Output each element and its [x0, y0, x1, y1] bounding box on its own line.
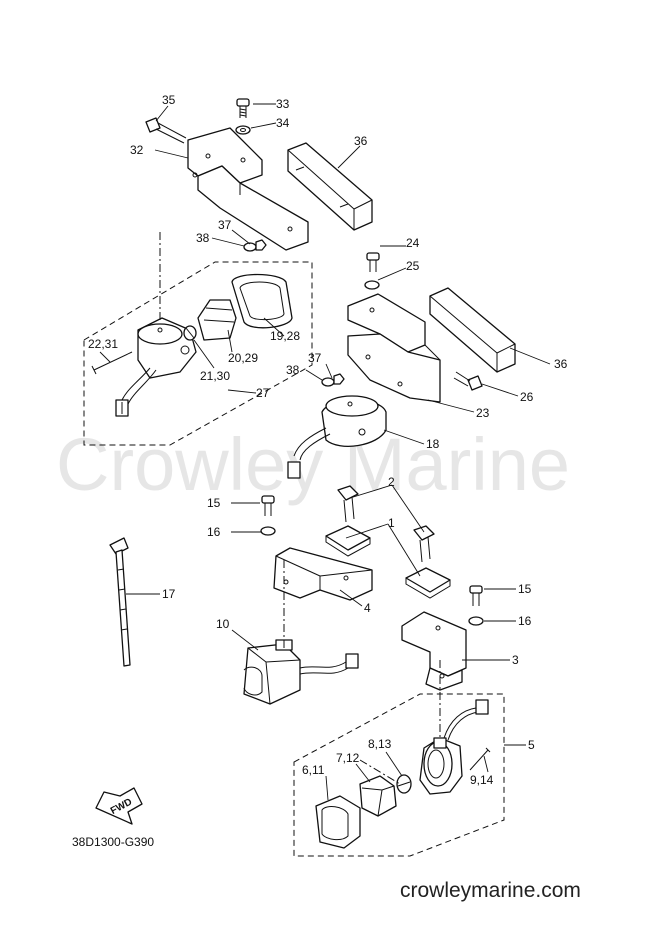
callout-10: 10: [216, 617, 230, 631]
bolt-icon[interactable]: [337, 485, 359, 523]
group-27-boundary: [83, 261, 313, 446]
bolt-icon[interactable]: [469, 747, 491, 771]
callout-38-top: 38: [196, 231, 210, 245]
bolt-icon[interactable]: [145, 117, 187, 144]
plate-36-right[interactable]: [429, 287, 516, 373]
callout-24: 24: [406, 236, 420, 250]
callout-23: 23: [476, 406, 490, 420]
bolt-icon[interactable]: [453, 371, 483, 391]
callout-38-right: 38: [286, 363, 300, 377]
washer-icon[interactable]: [364, 280, 380, 290]
lamp-icon[interactable]: [287, 395, 387, 479]
diagram-code: 38D1300-G390: [72, 835, 154, 849]
leader-line: [359, 759, 401, 785]
socket-icon[interactable]: [197, 299, 237, 341]
callout-7-12: 7,12: [336, 751, 360, 765]
callout-36-right: 36: [554, 357, 568, 371]
callout-37-top: 37: [218, 218, 232, 232]
plate-36-top[interactable]: [287, 142, 373, 231]
callout-leaders: [99, 103, 551, 801]
bracket-32[interactable]: [187, 127, 309, 251]
cable-tie-icon[interactable]: [109, 537, 131, 667]
washer-icon[interactable]: [468, 616, 484, 626]
callout-1: 1: [388, 516, 395, 530]
callout-labels: 35 33 34 32 36 37 38 24 25 22,31 19,28 2…: [88, 93, 568, 787]
callout-9-14: 9,14: [470, 773, 494, 787]
lamp-icon[interactable]: [231, 273, 293, 329]
callout-22-31: 22,31: [88, 337, 118, 351]
watermark: Crowley Marine: [56, 423, 570, 506]
callout-32: 32: [130, 143, 144, 157]
callout-3: 3: [512, 653, 519, 667]
callout-19-28: 19,28: [270, 329, 300, 343]
callout-4: 4: [364, 601, 371, 615]
bulb-icon[interactable]: [396, 774, 412, 794]
lamp-icon[interactable]: [419, 699, 489, 795]
callout-16-left: 16: [207, 525, 221, 539]
bracket-4[interactable]: [273, 547, 373, 601]
callout-27: 27: [256, 386, 270, 400]
callout-35: 35: [162, 93, 176, 107]
fwd-arrow-icon: FWD: [95, 787, 143, 825]
bolt-icon[interactable]: [366, 252, 380, 272]
lamp-icon[interactable]: [115, 317, 197, 417]
bolt-icon[interactable]: [413, 525, 435, 563]
washer-icon[interactable]: [243, 242, 257, 252]
callout-37-right: 37: [308, 351, 322, 365]
washer-icon[interactable]: [321, 377, 335, 387]
website-footer: crowleymarine.com: [400, 879, 581, 902]
bracket-23[interactable]: [347, 293, 441, 403]
bulb-icon[interactable]: [183, 325, 197, 341]
callout-20-29: 20,29: [228, 351, 258, 365]
callout-8-13: 8,13: [368, 737, 392, 751]
callout-17: 17: [162, 587, 176, 601]
bracket-plate-1a[interactable]: [325, 525, 371, 557]
callout-18: 18: [426, 437, 440, 451]
group-5-boundary: [293, 693, 505, 857]
bolt-icon[interactable]: [236, 98, 250, 118]
callout-25: 25: [406, 259, 420, 273]
bolt-icon[interactable]: [469, 585, 483, 606]
bolt-icon[interactable]: [261, 495, 275, 516]
bracket-plate-1b[interactable]: [405, 567, 451, 599]
bracket-3[interactable]: [401, 611, 467, 691]
callout-15-left: 15: [207, 496, 221, 510]
nut-icon[interactable]: [333, 373, 345, 385]
callout-2: 2: [388, 475, 395, 489]
callout-26: 26: [520, 390, 534, 404]
callout-36-top: 36: [354, 134, 368, 148]
socket-icon[interactable]: [359, 775, 397, 817]
washer-icon[interactable]: [260, 526, 276, 536]
callout-33: 33: [276, 97, 290, 111]
callout-16-right: 16: [518, 614, 532, 628]
bolt-icon[interactable]: [91, 351, 133, 375]
callout-21-30: 21,30: [200, 369, 230, 383]
callout-6-11: 6,11: [302, 763, 325, 777]
callout-34: 34: [276, 116, 290, 130]
callout-5: 5: [528, 738, 535, 752]
callout-15-right: 15: [518, 582, 532, 596]
lamp-icon[interactable]: [243, 639, 359, 705]
nut-icon[interactable]: [255, 239, 267, 251]
washer-icon[interactable]: [235, 125, 251, 135]
lamp-icon[interactable]: [315, 795, 361, 849]
